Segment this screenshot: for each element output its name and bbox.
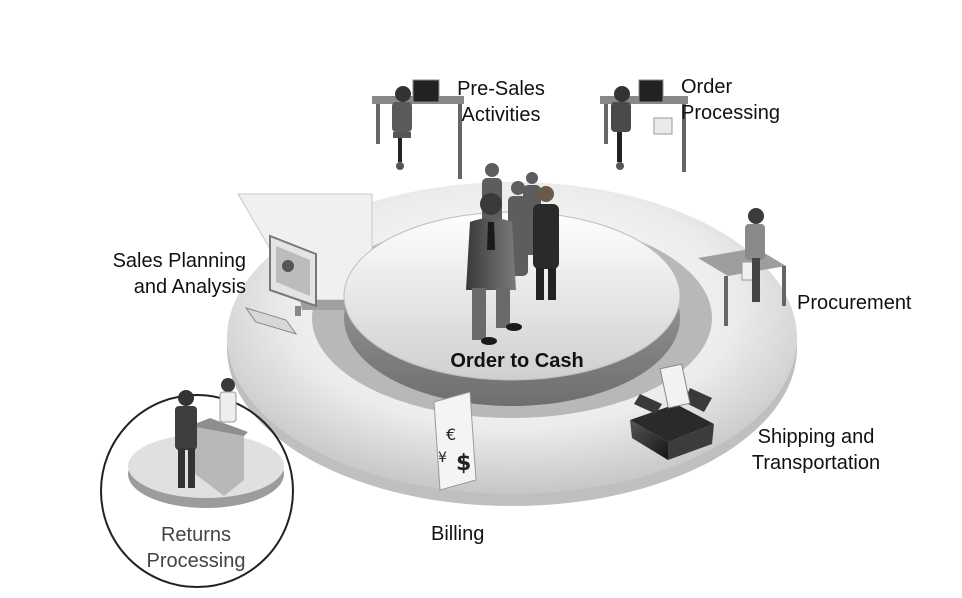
pre-sales-workstation — [372, 79, 464, 179]
procurement-workstation — [698, 208, 786, 326]
billing-currency-symbol-1: € — [446, 425, 456, 444]
center-label-order-to-cash: Order to Cash — [450, 350, 584, 372]
step-label-sales-planning-and-analysis: Sales Planning and Analysis — [112, 250, 246, 298]
billing-currency-symbol-2: ¥ — [438, 450, 447, 466]
step-label-billing: Billing — [431, 523, 485, 545]
central-platform — [343, 211, 681, 406]
lead-businessman-figure — [466, 193, 522, 345]
woman-figure — [533, 186, 559, 300]
returns-processing-vignette — [100, 378, 294, 588]
step-label-pre-sales-activities: Pre-Sales Activities — [457, 78, 545, 126]
step-label-procurement: Procurement — [797, 292, 912, 314]
shipping-box-graphic — [630, 363, 714, 460]
step-label-shipping-and-transportation: Shipping and Transportation — [751, 426, 881, 474]
billing-currency-symbol-3: $ — [456, 451, 471, 476]
billing-invoice-graphic: € ¥ $ — [433, 391, 477, 491]
order-processing-workstation — [600, 79, 688, 172]
step-label-returns-processing: Returns Processing — [146, 524, 246, 572]
sales-planning-monitor — [244, 234, 317, 335]
step-label-order-processing: Order Processing — [681, 76, 780, 124]
business-team-figures — [466, 163, 559, 345]
